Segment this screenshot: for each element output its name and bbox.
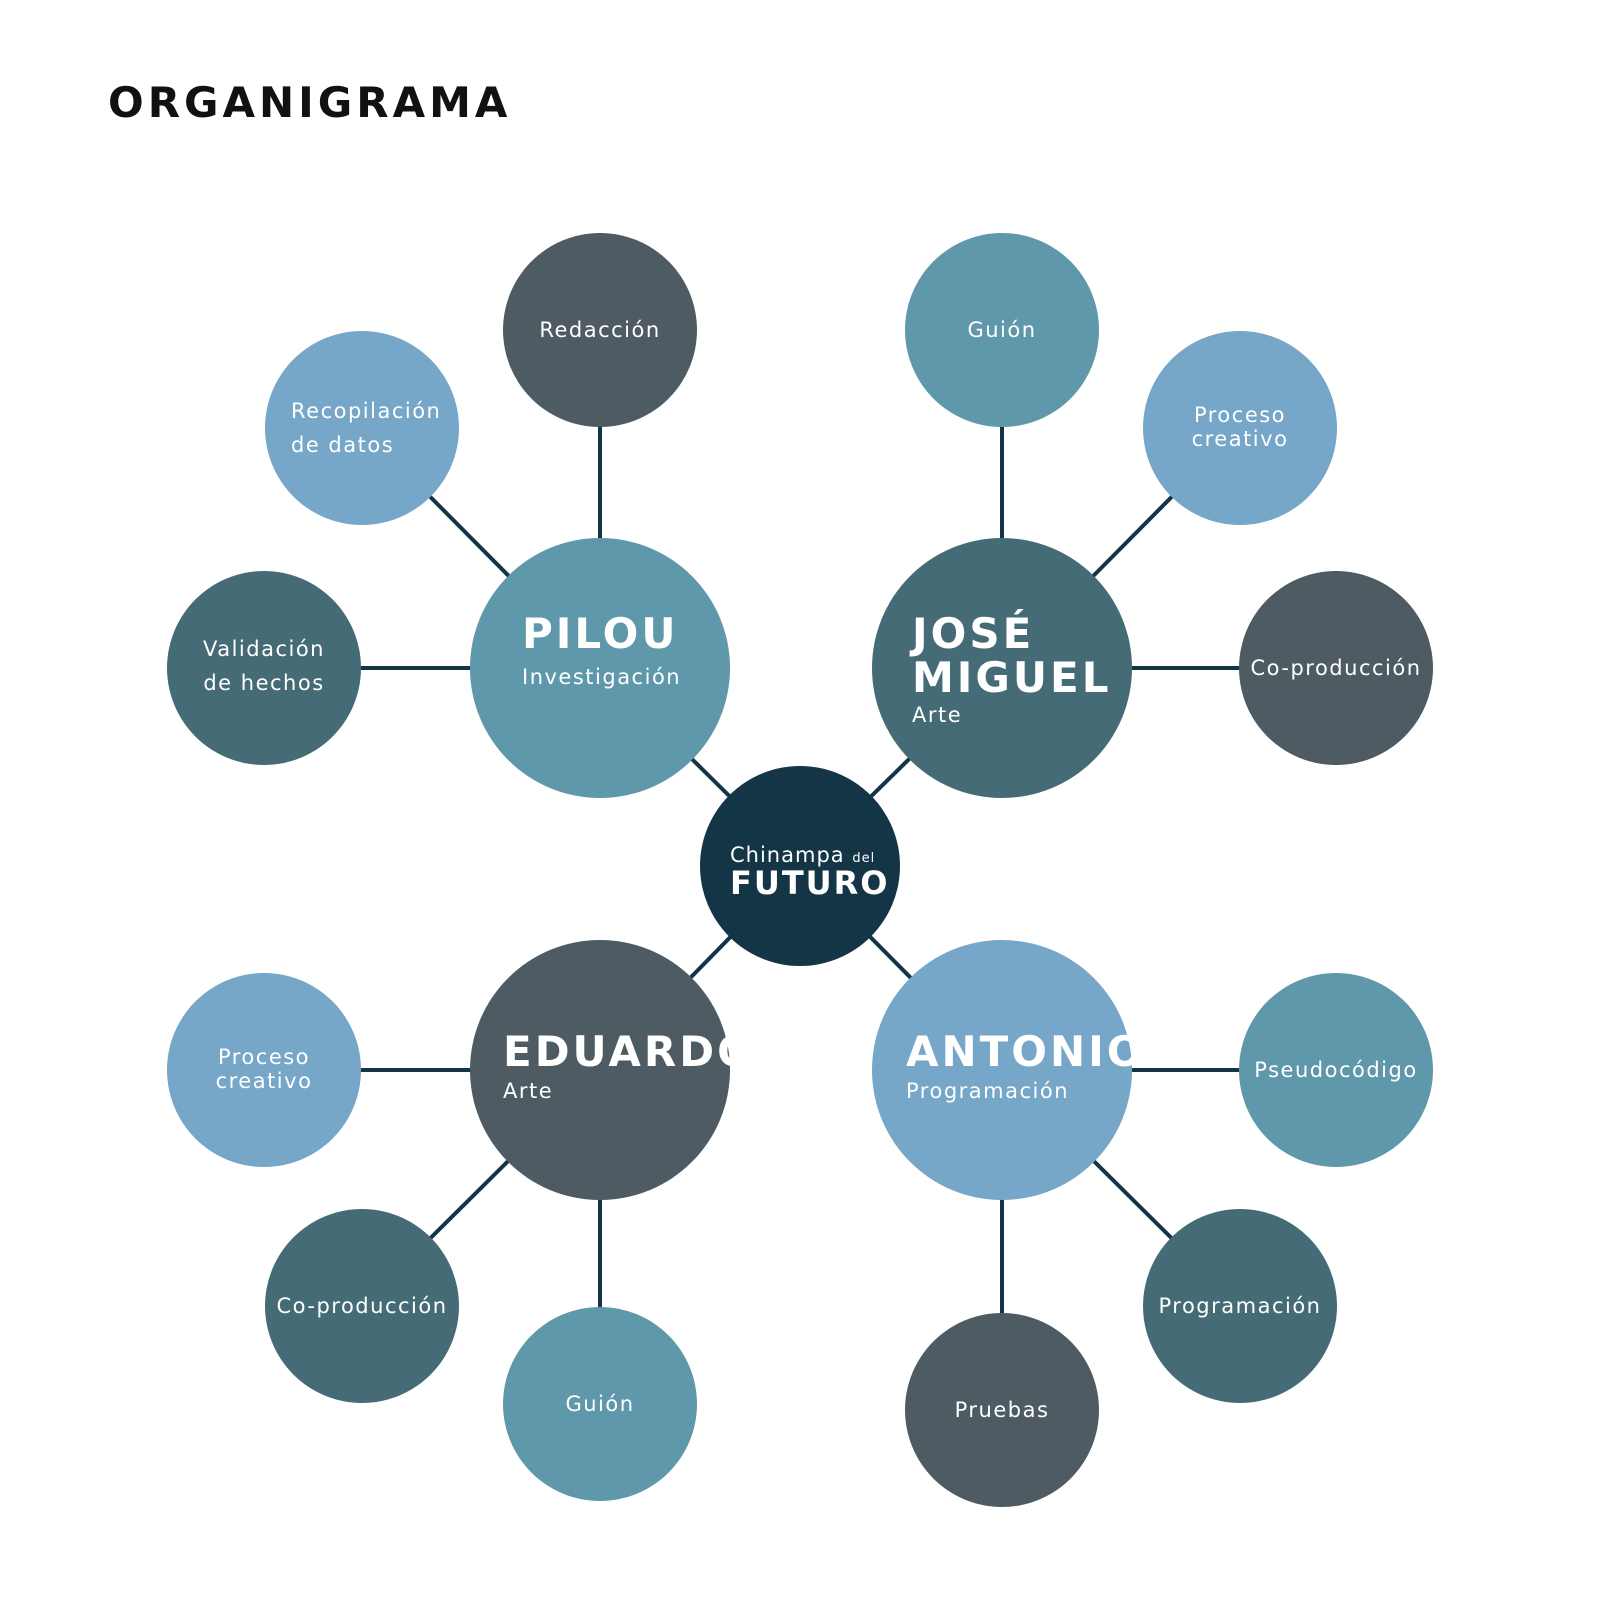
node-antonio [872, 940, 1132, 1200]
node-role-jose_miguel: Arte [912, 703, 962, 727]
node-label-eduardo-proceso: Proceso [218, 1045, 310, 1069]
center-label-main: Chinampa [730, 843, 852, 867]
node-label-pilou-recopilacion: Recopilación [291, 399, 441, 423]
node-label-pilou-recopilacion: de datos [291, 433, 394, 457]
node-name-jose_miguel: MIGUEL [912, 653, 1111, 702]
node-pilou-recopilacion [265, 331, 459, 525]
node-label-jose_miguel-guion: Guión [967, 318, 1036, 342]
node-eduardo-coproduccion [265, 1209, 459, 1403]
node-name-eduardo: EDUARDO [503, 1027, 756, 1076]
node-antonio-pruebas [905, 1313, 1099, 1507]
node-antonio-programacion [1143, 1209, 1337, 1403]
node-jose_miguel-proceso [1143, 331, 1337, 525]
node-jose_miguel-coproduccion [1239, 571, 1433, 765]
node-label-pilou-validacion: Validación [203, 637, 325, 661]
node-pilou-redaccion [503, 233, 697, 427]
node-pilou [470, 538, 730, 798]
node-jose_miguel [872, 538, 1132, 798]
node-jose_miguel-guion [905, 233, 1099, 427]
node-pilou-validacion [167, 571, 361, 765]
center-label-small: del [852, 851, 875, 866]
node-antonio-pseudocodigo [1239, 973, 1433, 1167]
page-title: ORGANIGRAMA [108, 78, 512, 127]
center-label-line2: FUTURO [730, 864, 890, 902]
node-label-jose_miguel-coproduccion: Co-producción [1250, 656, 1421, 680]
node-label-antonio-pseudocodigo: Pseudocódigo [1254, 1058, 1417, 1082]
node-role-antonio: Programación [906, 1079, 1069, 1103]
node-name-jose_miguel: JOSÉ [909, 608, 1034, 658]
node-eduardo-guion [503, 1307, 697, 1501]
node-center [700, 766, 900, 966]
node-eduardo [470, 940, 730, 1200]
node-label-pilou-redaccion: Redacción [539, 318, 660, 342]
node-label-eduardo-guion: Guión [565, 1392, 634, 1416]
node-label-antonio-programacion: Programación [1158, 1294, 1321, 1318]
node-label-eduardo-proceso: creativo [216, 1069, 313, 1093]
node-label-jose_miguel-proceso: Proceso [1194, 403, 1286, 427]
node-role-pilou: Investigación [522, 665, 681, 689]
center-label-line1: Chinampa del [730, 843, 875, 867]
node-label-eduardo-coproduccion: Co-producción [276, 1294, 447, 1318]
node-role-eduardo: Arte [503, 1079, 553, 1103]
node-label-pilou-validacion: de hechos [203, 671, 324, 695]
node-label-antonio-pruebas: Pruebas [955, 1398, 1050, 1422]
node-label-jose_miguel-proceso: creativo [1192, 427, 1289, 451]
node-name-antonio: ANTONIO [906, 1027, 1146, 1076]
node-eduardo-proceso [167, 973, 361, 1167]
node-name-pilou: PILOU [522, 609, 678, 658]
